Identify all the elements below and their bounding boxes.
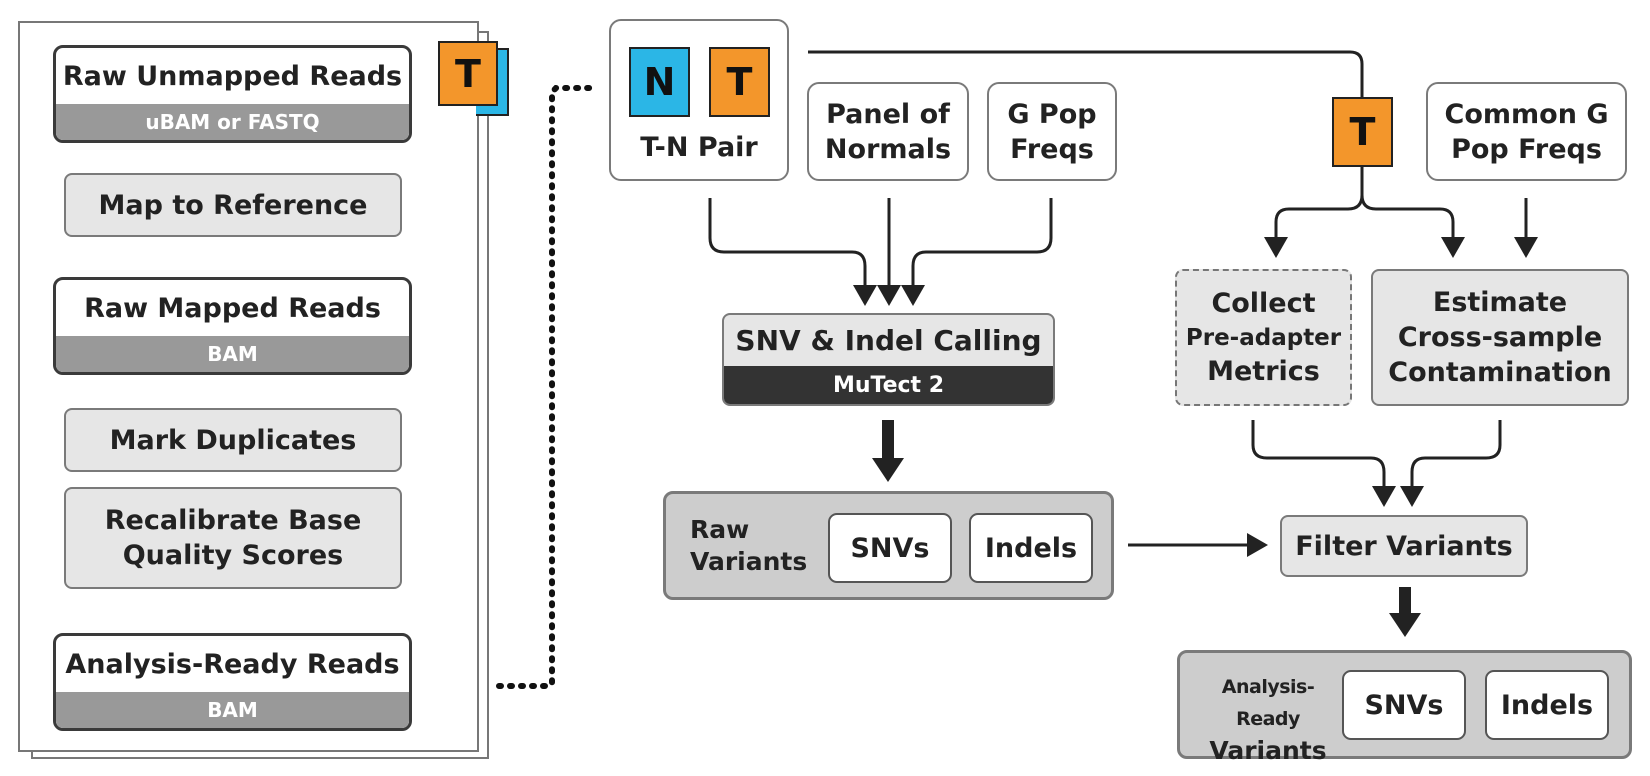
raw-indels-box: Indels	[969, 513, 1093, 583]
tumor-line	[808, 50, 1364, 98]
collect-metrics-step: Collect Pre-adapter Metrics	[1175, 269, 1352, 406]
raw-variants-label: Raw Variants	[690, 514, 807, 578]
g-pop-freqs-line-1: G Pop	[1007, 98, 1097, 130]
g-pop-freqs-line-2: Freqs	[1010, 133, 1094, 165]
recalibrate-line-1: Recalibrate Base	[104, 505, 362, 536]
analysis-ready-variants-label-line-2: Variants	[1209, 736, 1327, 765]
panel-of-normals-line-1: Panel of	[826, 98, 950, 130]
tumor-branches	[1274, 165, 1455, 250]
raw-mapped-title: Raw Mapped Reads	[84, 292, 381, 324]
common-g-pop-freqs-box: Common G Pop Freqs	[1426, 82, 1627, 181]
arrowhead-calling-to-raw	[872, 458, 904, 482]
mark-duplicates-label: Mark Duplicates	[109, 424, 357, 456]
estimate-contamination-step: Estimate Cross-sample Contamination	[1371, 269, 1629, 406]
mark-duplicates-step: Mark Duplicates	[64, 408, 402, 472]
arrow-estimate-to-filter	[1400, 420, 1502, 507]
raw-variants-label-line-2: Variants	[690, 547, 808, 576]
ready-snvs-box: SNVs	[1342, 670, 1466, 740]
map-to-reference-step: Map to Reference	[64, 173, 402, 237]
common-g-pop-freqs-line-2: Pop Freqs	[1451, 133, 1602, 165]
analysis-ready-variants-label-line-1: Analysis-Ready	[1221, 676, 1315, 730]
arrowhead-filter-to-ready	[1389, 613, 1421, 637]
map-to-reference-label: Map to Reference	[98, 189, 368, 221]
tumor-tile-label: T	[455, 51, 481, 96]
raw-snvs-box: SNVs	[828, 513, 952, 583]
raw-unmapped-reads: Raw Unmapped Reads uBAM or FASTQ	[53, 45, 412, 143]
collect-metrics-line-1: Collect	[1211, 287, 1316, 319]
tumor-tile-right-label: T	[1349, 110, 1376, 154]
ready-indels-box: Indels	[1485, 670, 1609, 740]
calling-title: SNV & Indel Calling	[735, 324, 1042, 357]
snv-indel-calling-step: SNV & Indel Calling MuTect 2	[722, 313, 1055, 406]
tumor-tile-right: T	[1332, 97, 1393, 167]
common-g-pop-freqs-line-1: Common G	[1444, 98, 1609, 130]
tumor-tile-preprocessing: T	[438, 41, 498, 106]
tumor-tile-label: T	[726, 59, 753, 104]
dotted-link	[496, 85, 601, 689]
raw-mapped-reads: Raw Mapped Reads BAM	[53, 277, 412, 375]
normal-tile-label: N	[643, 59, 676, 104]
filter-variants-label: Filter Variants	[1295, 530, 1513, 562]
collect-metrics-line-2: Pre-adapter	[1185, 324, 1342, 351]
raw-unmapped-title: Raw Unmapped Reads	[62, 60, 403, 92]
estimate-contamination-line-1: Estimate	[1432, 287, 1568, 318]
panel-of-normals-line-2: Normals	[824, 133, 952, 165]
raw-variants-group: Raw Variants SNVs Indels	[663, 491, 1114, 600]
analysis-ready-format: BAM	[56, 692, 409, 728]
tn-pair-box: N T T-N Pair	[609, 19, 789, 181]
filter-variants-step: Filter Variants	[1280, 515, 1528, 577]
recalibrate-line-2: Quality Scores	[122, 540, 344, 571]
estimate-contamination-line-3: Contamination	[1388, 357, 1612, 388]
normal-tile: N	[629, 47, 690, 117]
analysis-ready-reads: Analysis-Ready Reads BAM	[53, 633, 412, 731]
arrow-gpop-to-calling	[901, 198, 1053, 306]
tumor-tile: T	[709, 47, 770, 117]
analysis-ready-variants-label: Analysis-Ready Variants	[1198, 671, 1338, 767]
raw-unmapped-format: uBAM or FASTQ	[56, 104, 409, 140]
estimate-contamination-line-2: Cross-sample	[1397, 322, 1603, 353]
arrow-tn-to-calling	[708, 198, 877, 306]
raw-mapped-format: BAM	[56, 336, 409, 372]
analysis-ready-title: Analysis-Ready Reads	[65, 648, 400, 680]
collect-metrics-line-3: Metrics	[1207, 355, 1320, 387]
panel-of-normals-box: Panel of Normals	[807, 82, 969, 181]
arrow-collect-to-filter	[1251, 420, 1396, 507]
calling-tool: MuTect 2	[724, 366, 1053, 404]
recalibrate-step: Recalibrate Base Quality Scores	[64, 487, 402, 589]
tn-pair-label: T-N Pair	[640, 131, 758, 163]
g-pop-freqs-box: G Pop Freqs	[987, 82, 1117, 181]
analysis-ready-variants-group: Analysis-Ready Variants SNVs Indels	[1177, 650, 1632, 765]
raw-variants-label-line-1: Raw	[690, 515, 750, 544]
